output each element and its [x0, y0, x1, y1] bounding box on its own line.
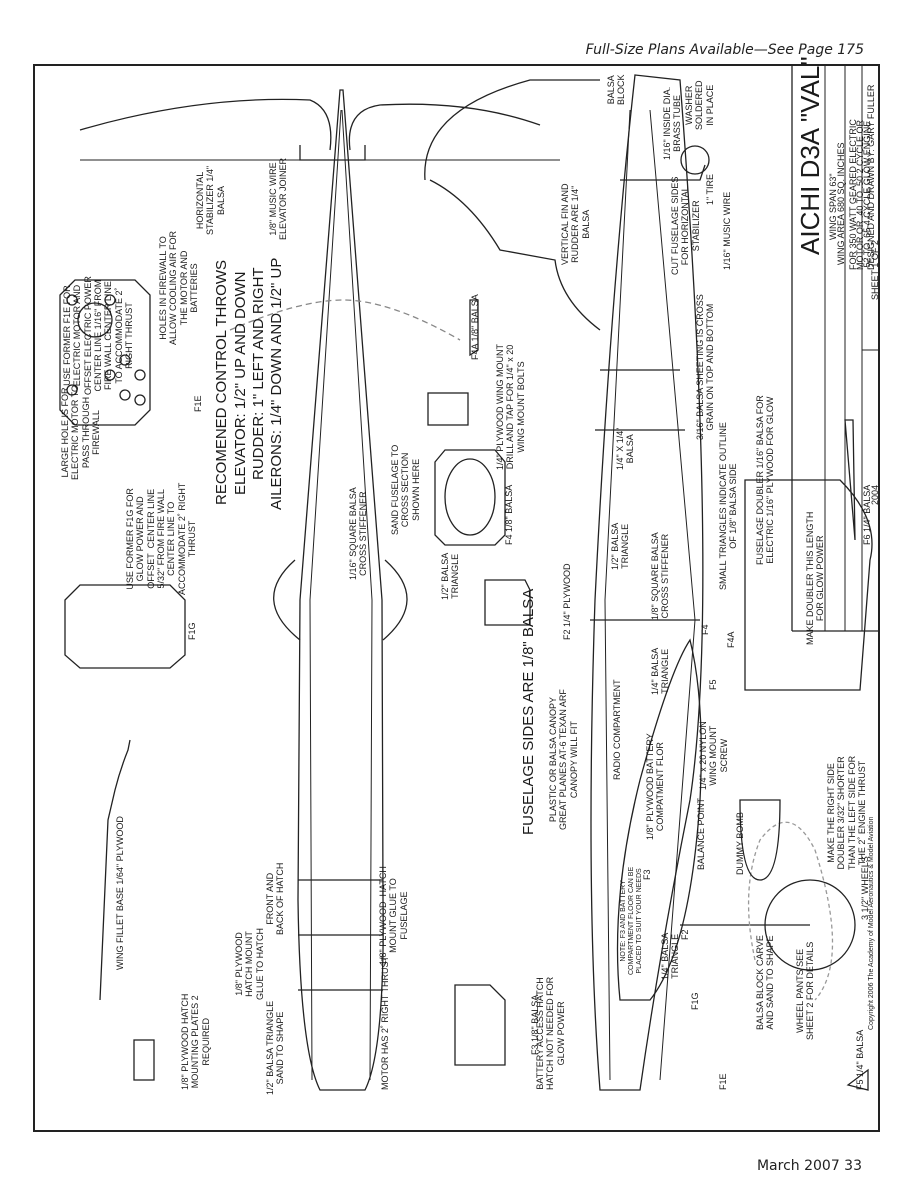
wing-area: WING AREA 680 SQ. INCHES	[836, 142, 846, 265]
large-hole-note: LARGE HOLE IS FOR ELECTRIC MOTOR TO PASS…	[60, 384, 102, 480]
dummy-bomb	[739, 799, 781, 881]
f4-tag: F4	[700, 624, 710, 635]
battery-floor-label: 1/8" PLYWOOD BATTERY COMPATMENT FLOR	[645, 733, 666, 840]
vertical-fin	[424, 79, 601, 331]
f1e-note: USE FORMER F1E FOR ELECTRIC MOTOR AND OF…	[62, 276, 135, 395]
rudder-throw: RUDDER: 1" LEFT AND RIGHT	[250, 267, 267, 480]
sand-fuselage-label: SAND FUSELAGE TO CROSS SECTION SHOWN HER…	[390, 444, 421, 535]
motor-thrust-label: MOTOR HAS 2˚ RIGHT THRUST	[380, 955, 390, 1090]
right-side-doubler-label: MAKE THE RIGHT SIDE DOUBLER 3/32" SHORTE…	[826, 755, 868, 870]
fuselage-top-inner	[309, 109, 373, 1081]
wing-fillet-label: WING FILLET BASE 1/64" PLYWOOD	[115, 816, 125, 970]
vertical-fin-label: VERTICAL FIN AND RUDDER ARE 1/4" BALSA	[560, 183, 591, 265]
hatch-plate	[133, 1039, 155, 1081]
f6-label: F6 1/4" BALSA	[862, 484, 872, 545]
tail-wheel-wire	[620, 164, 706, 181]
plan-sheet	[33, 64, 880, 1132]
former-f6	[844, 419, 856, 541]
wheel-pants-label: WHEEL PANTS SEE SHEET 2 FOR DETAILS	[795, 941, 816, 1040]
canopy-label: PLASTIC OR BALSA CANOPY GREAT PLANES AT-…	[548, 689, 579, 830]
former-f4	[434, 449, 506, 546]
front-back-hatch-label: FRONT AND BACK OF HATCH	[265, 862, 286, 935]
quarter-triangle-label: 1/4" BALSA TRIANGLE	[660, 932, 681, 980]
wing-mount-label: 1/4" PLYWOOD WING MOUNT DRILL AND TAP FO…	[495, 343, 526, 470]
former-f2	[484, 579, 531, 626]
copyright: Copyright 2006 The Academy of Model Aero…	[868, 816, 875, 1030]
fuselage-sides-note: FUSELAGE SIDES ARE 1/8" BALSA	[520, 588, 537, 835]
former-f4a	[469, 299, 479, 357]
hatch-mount-fuse-label: 1/8" PLYWOOD HATCH MOUNT GLUE TO FUSELAG…	[378, 866, 409, 965]
wing-root-curve	[229, 299, 461, 341]
quarter-x-quarter-label: 1/4" X 1/4" BALSA	[615, 427, 636, 470]
hatch-plates-label: 1/8" PLYWOOD HATCH MOUNTING PLATES 2 REQ…	[180, 993, 211, 1090]
radio-compartment-label: RADIO COMPARTMENT	[612, 679, 622, 780]
wing-airfoil	[616, 638, 702, 1001]
wing-fillet-outline	[273, 559, 408, 641]
music-wire-label: 1/16" MUSIC WIRE	[722, 191, 732, 270]
page-footer: March 2007 33	[756, 1158, 862, 1174]
plans-available-note: Full-Size Plans Available—See Page 175	[585, 42, 864, 58]
f1e-label: F1E	[193, 395, 203, 412]
small-triangles-label: SMALL TRIANGLES INDICATE OUTLINE OF 1/8"…	[718, 422, 739, 590]
f2-label: F2 1/4" PLYWOOD	[562, 563, 572, 640]
doubler-length-label: MAKE DOUBLER THIS LENGTH FOR GLOW POWER	[805, 511, 826, 645]
fuselage-doubler-label: FUSELAGE DOUBLER 1/16" BALSA FOR ELECTRI…	[755, 395, 776, 565]
f5-tag: F5	[708, 679, 718, 690]
plan-title: AICHI D3A "VAL"	[795, 56, 825, 255]
former-f1e	[59, 279, 151, 426]
balsa-block-label: BALSA BLOCK	[606, 74, 627, 105]
nylon-screw-label: 1/4" x 20 NYLON WING MOUNT SCREW	[698, 721, 729, 790]
balance-point-label: BALANCE POINT	[696, 797, 706, 870]
horizontal-stabilizer-outline	[79, 98, 541, 151]
aileron-throw: AILERONS: 1/4" DOWN AND 1/2" UP	[268, 257, 285, 510]
sheet-number: SHEET 1 OF 2	[870, 240, 880, 300]
f3-note: NOTE: F3 AND BATTERY COMPARTMENT FLOOR C…	[620, 866, 644, 975]
f1g-tag: F1G	[690, 992, 700, 1010]
elevator-joiner	[299, 145, 366, 161]
half-triangle-2-label: 1/2" BALSA TRIANGLE	[610, 522, 631, 570]
quarter-triangle-2-label: 1/4" BALSA TRIANGLE	[650, 647, 671, 695]
half-triangle-label: 1/2" BALSA TRIANGLE	[440, 552, 461, 600]
f3-tag: F3	[642, 869, 652, 880]
f1e-tag: F1E	[718, 1073, 728, 1090]
holes-note: HOLES IN FIREWALL TO ALLOW COOLING AIR F…	[158, 230, 200, 345]
former-f1g	[64, 584, 186, 669]
dummy-bomb-label: DUMMY BOMB	[735, 812, 745, 875]
wing-fillet-base	[99, 739, 131, 1001]
f4a-tag: F4A	[726, 631, 736, 648]
sq-stiffener-label: 1/8" SQUARE BALSA CROSS STIFFENER	[650, 532, 671, 620]
cut-fuselage-label: CUT FUSELAGE SIDES FOR HORIZONTAL STABIL…	[670, 176, 701, 275]
hatch-mount-label: 1/8" PLYWOOD HATCH MOUNT GLUE TO HATCH	[234, 927, 265, 1000]
f5-label: F5 1/4" BALSA	[855, 1029, 865, 1090]
f2-tag: F2	[680, 929, 690, 940]
tire-label: 1" TIRE	[705, 173, 715, 205]
wing-mount-plate	[427, 392, 469, 426]
balsa-carve-label: BALSA BLOCK CARVE AND SAND TO SHAPE	[755, 935, 776, 1030]
cross-stiffener-top-label: 1/16" SQUARE BALSA CROSS STIFFENER	[348, 487, 369, 580]
brass-tube-label: 1/16" INSIDE DIA. BRASS TUBE	[662, 86, 683, 160]
f1g-label: F1G	[187, 622, 197, 640]
elevator-joiner-label: 1/8" MUSIC WIRE ELEVATOR JOINER	[268, 157, 289, 240]
f1g-note: USE FORMER F1G FOR GLOW POWER AND OFFSET…	[125, 482, 198, 595]
fuselage-side-view	[590, 74, 704, 1091]
wheel-pant	[747, 821, 834, 1001]
control-throws-heading: RECOMENED CONTROL THROWS	[213, 259, 230, 505]
sheeting-label: 3/16" BALSA SHEETING IS CROSS GRAIN ON T…	[695, 294, 716, 440]
horiz-stab-label: HORIZONTAL STABILIZER 1/4" BALSA	[195, 165, 226, 235]
f3-label: F3 1/8" BALSA	[530, 994, 540, 1055]
f1e-motor-hole	[77, 302, 113, 338]
former-f5	[846, 1068, 869, 1091]
fuselage-top-view	[297, 89, 384, 1091]
washer-label: WASHER SOLDERED IN PLACE	[684, 80, 715, 130]
former-f3	[454, 984, 506, 1066]
f4-oval	[444, 458, 496, 536]
f4a-label: F4A 1/8" BALSA	[470, 294, 480, 360]
f4-label: F4 1/8" BALSA	[504, 484, 514, 545]
elevator-throw: ELEVATOR: 1/2" UP AND DOWN	[232, 271, 249, 495]
balsa-triangle-sand-label: 1/2" BALSA TRIANGLE SAND TO SHAPE	[265, 1000, 286, 1095]
tail-wheel	[680, 145, 710, 175]
